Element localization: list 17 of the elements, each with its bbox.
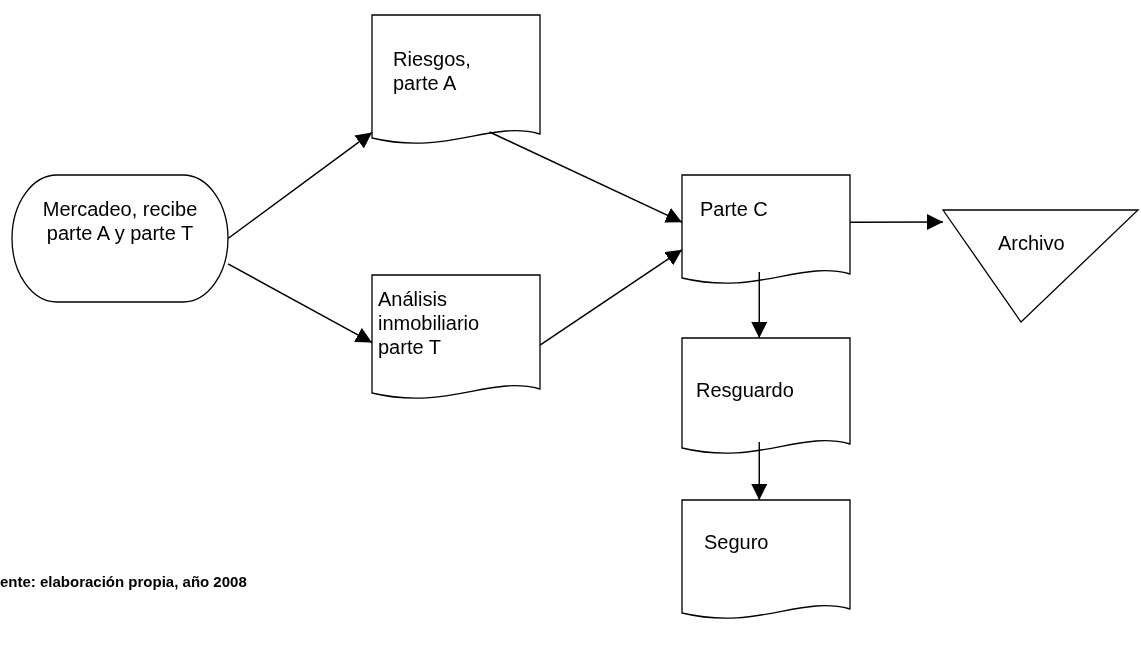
node-label: Resguardo — [696, 378, 795, 402]
arrow — [227, 131, 373, 240]
arrow — [751, 271, 768, 339]
node-label: Parte C — [700, 197, 769, 221]
node-label: Mercadeo, recibe parte A y parte T — [41, 197, 199, 245]
arrow — [849, 214, 944, 230]
caption: ente: elaboración propia, año 2008 — [0, 573, 247, 590]
node-label: Seguro — [704, 530, 770, 554]
arrow — [539, 249, 683, 346]
arrow — [751, 441, 768, 501]
arrow — [227, 263, 373, 344]
node-label: Riesgos, parte A — [393, 47, 472, 95]
terminator-shape — [12, 175, 228, 302]
storage-triangle — [943, 210, 1138, 322]
arrow — [488, 131, 683, 223]
node-label: Análisis inmobiliario parte T — [378, 287, 481, 359]
node-label: Archivo — [998, 231, 1066, 255]
